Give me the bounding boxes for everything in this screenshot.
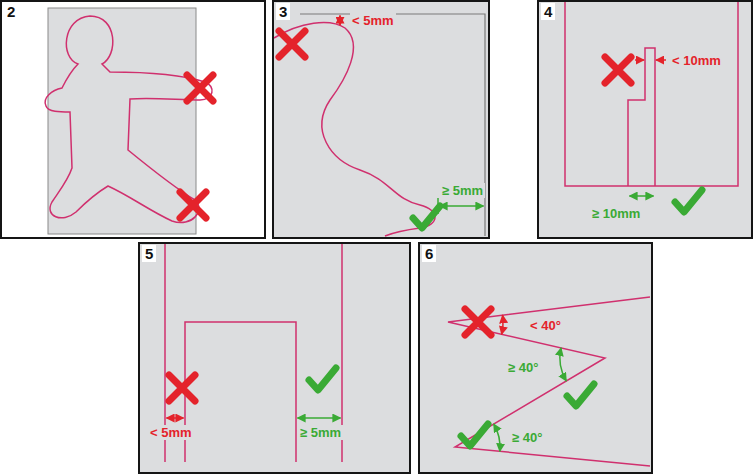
panel-number: 3 (276, 3, 290, 20)
drawing-part (300, 14, 485, 236)
drawing-part (605, 57, 631, 83)
figure-panel: 2 (0, 0, 266, 239)
drawing-part (628, 48, 655, 186)
drawing-part (560, 348, 566, 381)
panel-3-art (274, 2, 488, 237)
panel-number: 2 (4, 3, 18, 20)
figure-panel: 4 (537, 0, 753, 239)
panel-2-art (45, 8, 213, 234)
drawing-part (630, 195, 654, 197)
dimension-label: ≥ 40° (510, 430, 544, 445)
panel-5-art (140, 244, 409, 472)
drawing-part (45, 16, 212, 223)
figure-panel: 3 (272, 0, 490, 239)
drawing-part (339, 16, 341, 26)
drawing-part (274, 2, 488, 237)
drawing-part (140, 244, 409, 472)
drawing-part (309, 368, 336, 390)
drawing-part (635, 59, 644, 61)
panel-number: 6 (422, 245, 436, 262)
drawing-part (298, 417, 341, 419)
drawing-part (413, 206, 440, 228)
drawing-part (494, 424, 500, 451)
drawing-part (448, 297, 650, 466)
panel-number: 4 (541, 3, 555, 20)
dimension-label: ≥ 10mm (590, 206, 642, 221)
dimension-label: < 5mm (350, 13, 396, 28)
drawing-part (465, 309, 491, 335)
drawing-part (180, 192, 206, 218)
dimension-label: ≥ 5mm (440, 183, 485, 198)
drawing-part (539, 2, 751, 237)
drawing-part (461, 424, 488, 446)
drawing-part (656, 59, 666, 61)
panel-number: 5 (142, 245, 156, 262)
drawing-part (167, 417, 184, 419)
drawing-part (502, 315, 503, 334)
dimension-label: < 5mm (148, 425, 194, 440)
drawing-part (675, 190, 702, 212)
drawing-part (279, 31, 305, 57)
panel-6-art (420, 244, 651, 472)
panel-4-art (539, 2, 751, 237)
drawing-part (567, 384, 594, 406)
drawing-part (565, 2, 738, 186)
drawing-part (420, 244, 651, 472)
drawing-part (169, 375, 195, 401)
dimension-label: ≥ 5mm (298, 425, 343, 440)
drawing-part (187, 75, 213, 101)
drawing-part (440, 205, 484, 207)
drawing-part (185, 322, 296, 462)
dimension-label: ≥ 40° (506, 360, 540, 375)
dimension-label: < 10mm (670, 53, 723, 68)
drawing-part (274, 23, 435, 236)
dimension-label: < 40° (528, 318, 563, 333)
